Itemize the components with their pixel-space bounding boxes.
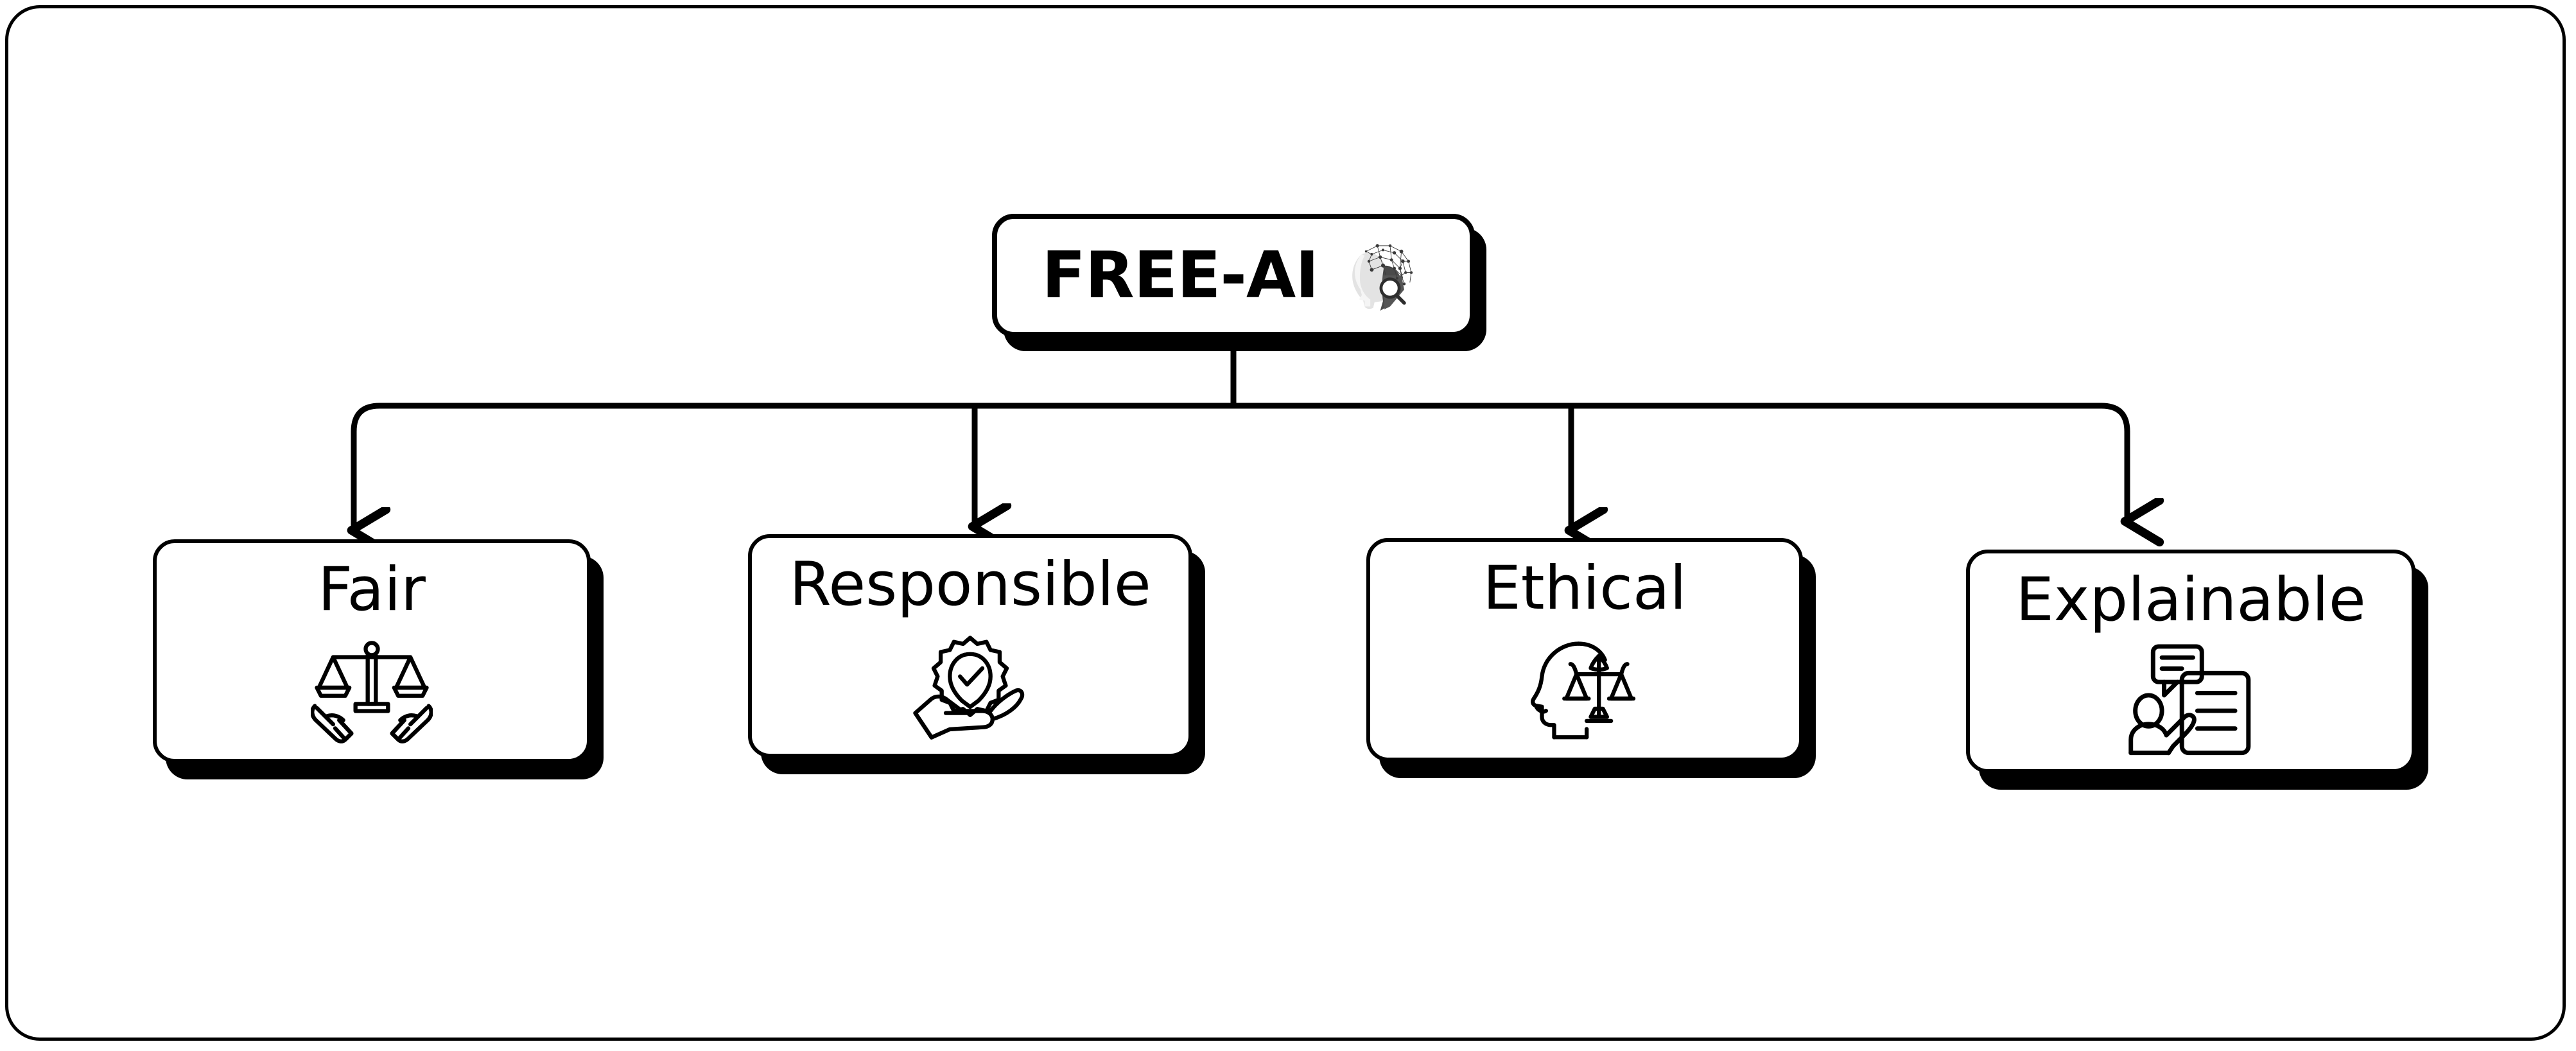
root-node-label: FREE-AI — [1041, 238, 1319, 313]
person-presenting-document-icon — [2128, 644, 2251, 756]
ai-head-neural-network-icon — [1352, 244, 1413, 311]
card-responsible-label: Responsible — [789, 550, 1151, 620]
card-explainable[interactable]: Explainable — [1966, 550, 2428, 790]
card-explainable-label: Explainable — [2015, 565, 2366, 635]
diagram-outer-frame — [5, 5, 2566, 1041]
balance-scale-in-hands-icon — [311, 641, 433, 743]
root-node-face: FREE-AI — [992, 214, 1475, 337]
head-profile-with-scale-icon — [1531, 641, 1636, 740]
card-ethical[interactable]: Ethical — [1366, 538, 1816, 778]
card-ethical-face: Ethical — [1366, 538, 1803, 761]
card-responsible[interactable]: Responsible — [748, 534, 1205, 774]
card-explainable-face: Explainable — [1966, 550, 2415, 773]
card-fair[interactable]: Fair — [153, 539, 604, 779]
card-ethical-label: Ethical — [1483, 553, 1687, 623]
card-responsible-face: Responsible — [748, 534, 1192, 758]
card-fair-face: Fair — [153, 539, 591, 763]
root-node-free-ai[interactable]: FREE-AI — [992, 214, 1486, 351]
gear-checkmark-in-hand-icon — [913, 636, 1025, 740]
card-fair-label: Fair — [318, 555, 426, 625]
